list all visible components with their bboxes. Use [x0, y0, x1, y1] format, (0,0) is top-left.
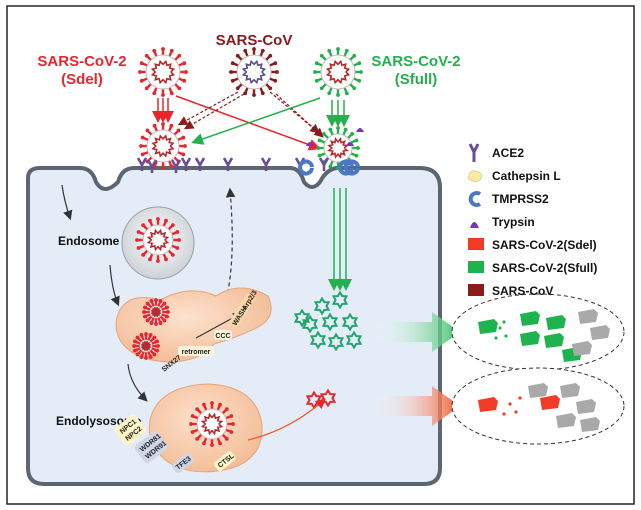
ace2-receptor-icon: [318, 157, 330, 171]
retromer-compartment: CCC WASH Arp2/3 retromer SNX27: [115, 287, 272, 374]
label-retromer: retromer: [182, 349, 211, 356]
trypsin-icon: [346, 142, 354, 146]
legend-label-sarscov: SARS-CoV: [492, 284, 553, 298]
fusion-arrows-sfull: [328, 188, 352, 291]
ace2-receptor-icon: [180, 157, 192, 171]
virus-sarscov-top: [229, 47, 279, 97]
ace2-receptor-icon: [468, 143, 480, 162]
legend-item-ace2: ACE2: [468, 143, 524, 162]
legend-label-tmprss2: TMPRSS2: [492, 192, 549, 206]
figure-border: [6, 5, 635, 505]
virus-sdel-top: [138, 47, 188, 97]
ace2-receptor-icon: [146, 159, 158, 173]
ace2-receptor-icon: [136, 157, 148, 171]
ace2-receptor-icon: [170, 159, 182, 173]
ace2-receptor-icon: [194, 157, 206, 171]
replication-arrow-sdel: [372, 386, 460, 426]
title-sfull-line1: SARS-CoV-2: [371, 53, 460, 70]
legend-label-ace2: ACE2: [492, 146, 524, 160]
outcome-proteins: [478, 309, 610, 432]
endosome: Endosome: [58, 184, 195, 307]
release-arrow-sdel: [247, 398, 326, 441]
legend-item-sarscov: SARS-CoV: [468, 284, 553, 298]
title-sfull-line2: (Sfull): [395, 71, 438, 88]
proteases-at-membrane: [298, 128, 364, 176]
to-endolysosome-arrow: [127, 363, 148, 402]
legend-item-sdel: SARS-CoV-2(Sdel): [468, 238, 597, 252]
cathepsin-l-icon: [467, 170, 482, 182]
ccc-box: [214, 330, 232, 340]
released-rna-sfull: [293, 290, 363, 352]
ace2-receptor-icon: [260, 157, 272, 171]
trypsin-icon: [470, 222, 479, 228]
trypsin-icon: [306, 142, 314, 146]
legend-label-sfull: SARS-CoV-2(Sfull): [492, 261, 597, 275]
entry-arrows: [152, 91, 350, 151]
label-endosome: Endosome: [58, 234, 120, 248]
endolysosome: Endolysosome NPC1 NPC2 WDR81 WDR91 TFE3 …: [56, 383, 263, 473]
legend-item-cathepsin: Cathepsin L: [467, 169, 561, 183]
legend-item-sfull: SARS-CoV-2(Sfull): [468, 261, 597, 275]
trypsin-icon: [356, 128, 364, 132]
legend-label-cathepsin: Cathepsin L: [492, 169, 561, 183]
virus-sfull-top: [313, 47, 363, 97]
outcome-ellipse-sdel: [451, 367, 625, 445]
retromer-box: [178, 346, 214, 356]
legend-swatch-sdel: [468, 238, 484, 250]
legend: ACE2 Cathepsin L TMPRSS2 Trypsin SARS-Co…: [467, 143, 597, 298]
legend-swatch-sfull: [468, 261, 484, 273]
legend-item-trypsin: Trypsin: [470, 215, 535, 229]
replication-arrow-sfull: [372, 312, 460, 352]
ace2-receptor-icon: [222, 157, 234, 171]
title-sdel-line1: SARS-CoV-2: [37, 53, 126, 70]
tmprss2-icon: [344, 159, 360, 176]
tmprss2-icon: [298, 159, 314, 176]
title-sdel-line2: (Sdel): [61, 71, 103, 88]
legend-label-trypsin: Trypsin: [492, 215, 535, 229]
legend-label-sdel: SARS-CoV-2(Sdel): [492, 238, 597, 252]
label-ccc: CCC: [215, 333, 230, 340]
legend-item-tmprss2: TMPRSS2: [468, 191, 549, 207]
title-sarscov: SARS-CoV: [216, 32, 293, 49]
tmprss2-icon: [468, 191, 482, 207]
legend-swatch-sarscov: [468, 284, 484, 296]
